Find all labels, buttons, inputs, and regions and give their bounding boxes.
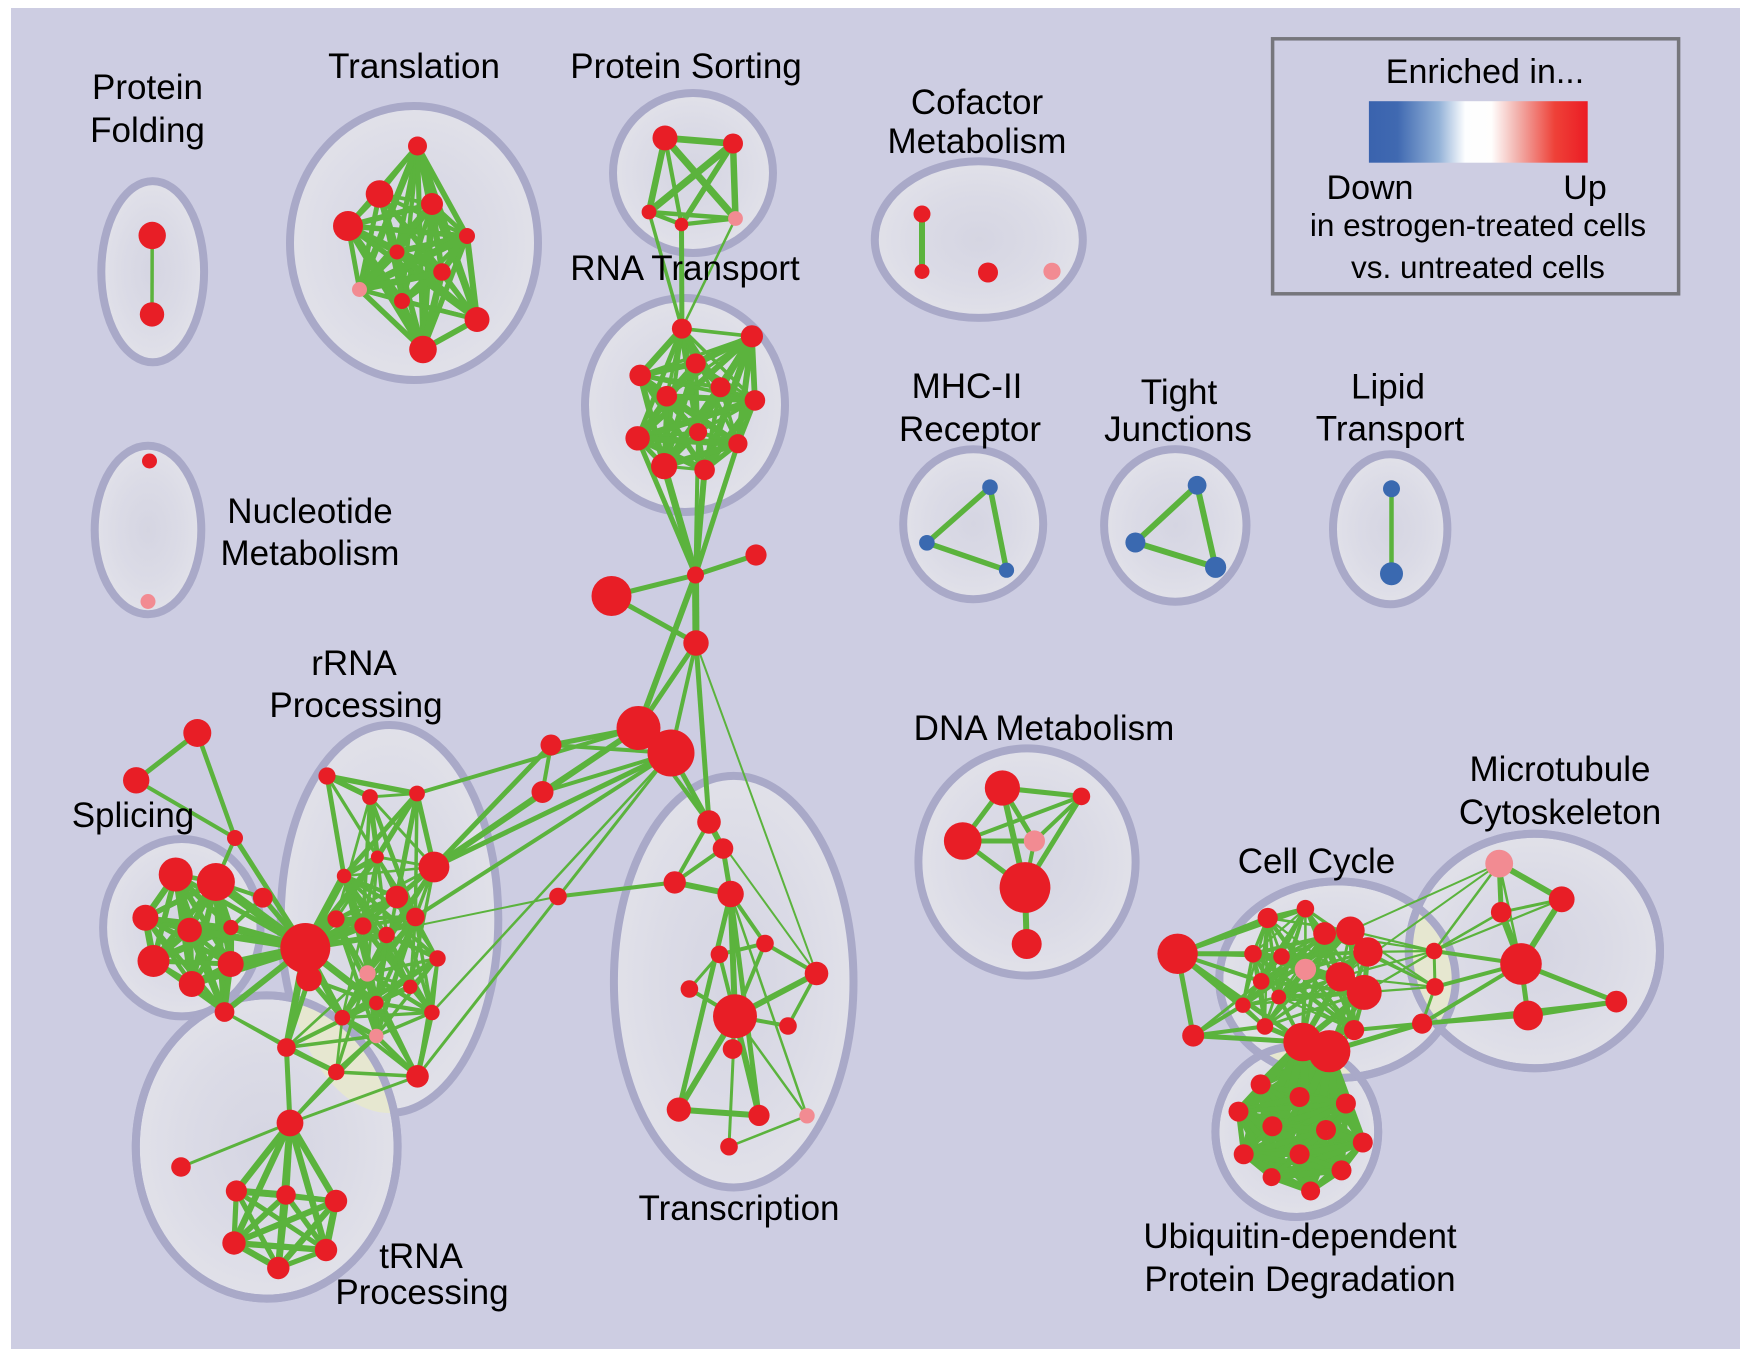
svg-text:Microtubule: Microtubule <box>1470 750 1651 789</box>
svg-text:Transport: Transport <box>1316 410 1465 449</box>
svg-text:Processing: Processing <box>335 1273 508 1312</box>
svg-text:rRNA: rRNA <box>311 644 397 683</box>
svg-text:Metabolism: Metabolism <box>221 534 400 573</box>
svg-text:Cofactor: Cofactor <box>911 83 1044 122</box>
svg-text:Tight: Tight <box>1141 373 1218 412</box>
svg-text:Splicing: Splicing <box>72 796 195 835</box>
svg-text:Processing: Processing <box>269 686 442 725</box>
svg-text:Ubiquitin-dependent: Ubiquitin-dependent <box>1143 1217 1457 1256</box>
svg-text:Receptor: Receptor <box>899 410 1041 449</box>
svg-text:Junctions: Junctions <box>1104 410 1252 449</box>
svg-text:tRNA: tRNA <box>379 1237 463 1276</box>
svg-text:RNA Transport: RNA Transport <box>570 249 800 288</box>
svg-text:Up: Up <box>1563 169 1606 207</box>
svg-text:Cell Cycle: Cell Cycle <box>1238 842 1396 881</box>
svg-text:Protein Sorting: Protein Sorting <box>570 47 802 86</box>
svg-text:Translation: Translation <box>328 47 500 86</box>
svg-text:MHC-II: MHC-II <box>912 367 1023 406</box>
svg-text:Cytoskeleton: Cytoskeleton <box>1459 793 1661 832</box>
svg-text:Metabolism: Metabolism <box>888 122 1067 161</box>
svg-text:Protein Degradation: Protein Degradation <box>1144 1260 1455 1299</box>
svg-text:in estrogen-treated cells: in estrogen-treated cells <box>1310 207 1646 243</box>
svg-text:Lipid: Lipid <box>1351 368 1425 407</box>
svg-text:Enriched in...: Enriched in... <box>1386 53 1584 91</box>
svg-text:Protein: Protein <box>92 68 203 107</box>
svg-text:Nucleotide: Nucleotide <box>227 492 392 531</box>
svg-text:DNA Metabolism: DNA Metabolism <box>914 709 1175 748</box>
svg-text:vs. untreated cells: vs. untreated cells <box>1351 249 1605 285</box>
svg-text:Transcription: Transcription <box>639 1189 840 1228</box>
svg-text:Down: Down <box>1327 169 1414 207</box>
svg-text:Folding: Folding <box>90 111 205 150</box>
